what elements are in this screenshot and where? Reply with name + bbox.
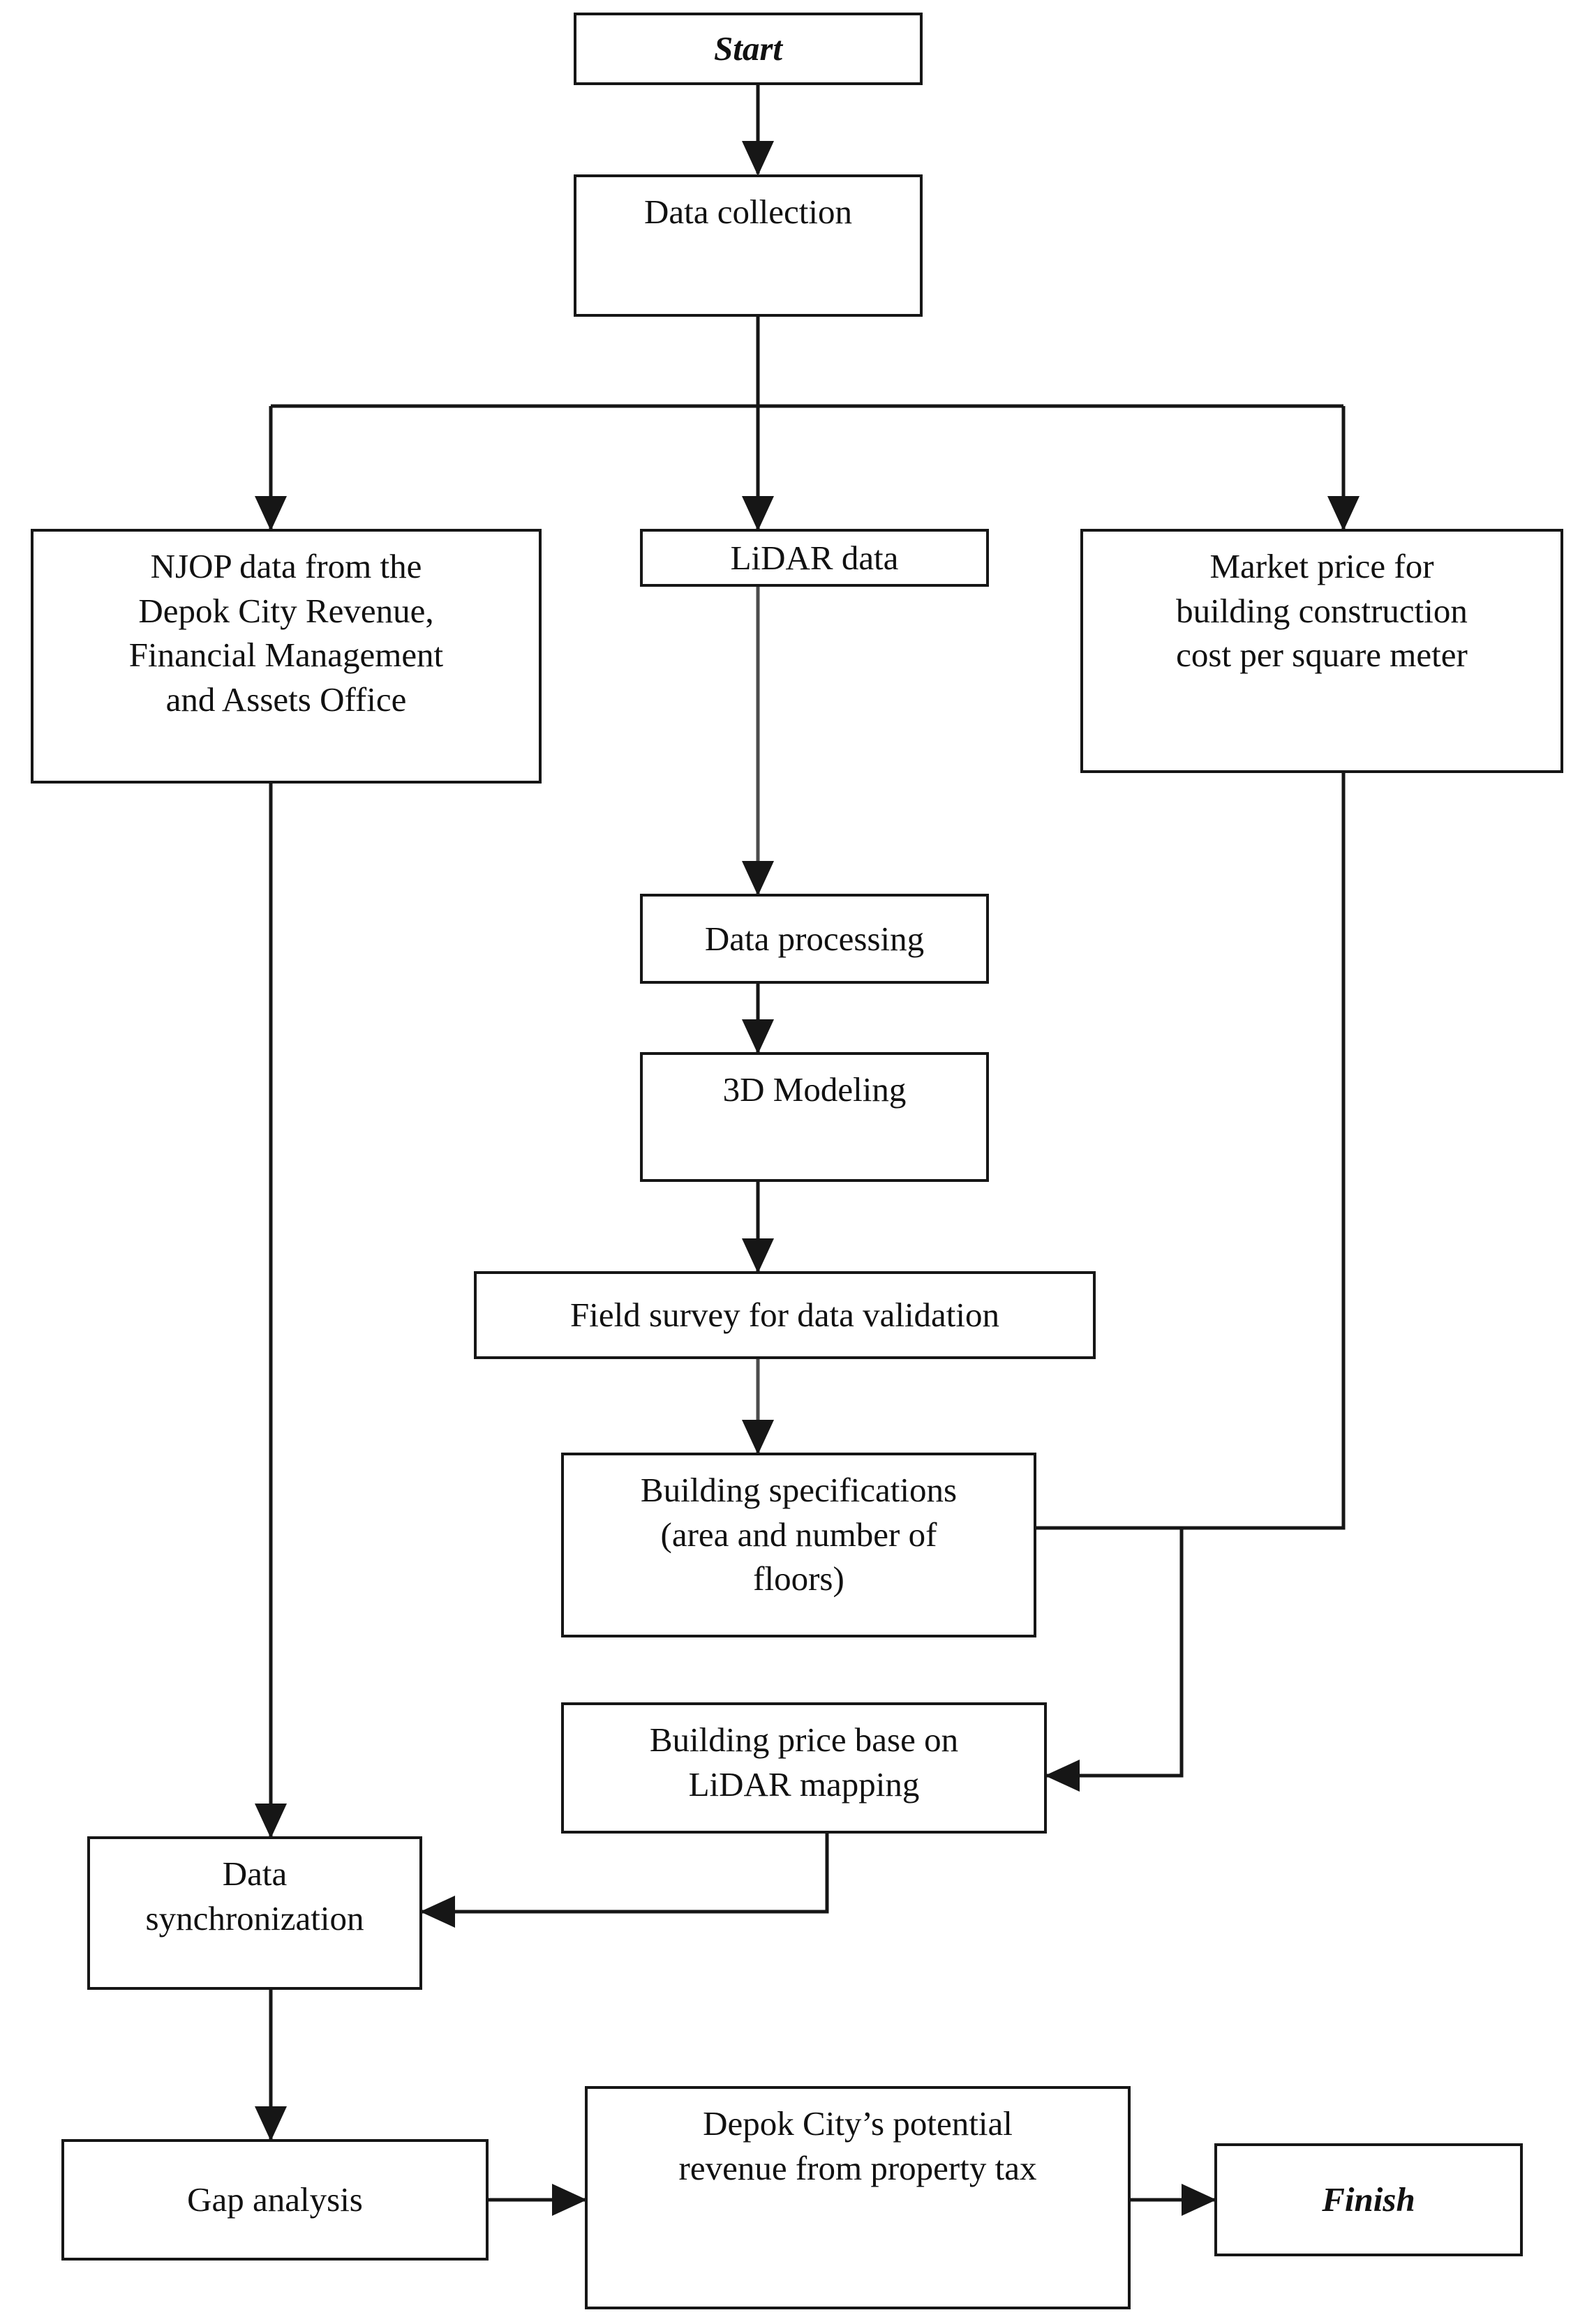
node-market-price[interactable]: Market price for building construction c… — [1080, 529, 1563, 773]
node-building-price[interactable]: Building price base on LiDAR mapping — [561, 1702, 1047, 1834]
node-field-survey[interactable]: Field survey for data validation — [474, 1271, 1096, 1359]
node-potential-revenue[interactable]: Depok City’s potential revenue from prop… — [585, 2086, 1131, 2309]
node-3d-modeling[interactable]: 3D Modeling — [640, 1052, 989, 1182]
node-finish[interactable]: Finish — [1214, 2143, 1523, 2256]
node-njop-data[interactable]: NJOP data from the Depok City Revenue, F… — [31, 529, 542, 784]
node-lidar-data[interactable]: LiDAR data — [640, 529, 989, 587]
edge-building-price-to-data-sync — [419, 1834, 829, 1928]
node-data-collection[interactable]: Data collection — [574, 174, 923, 317]
node-data-synchronization[interactable]: Data synchronization — [87, 1836, 422, 1990]
node-data-processing[interactable]: Data processing — [640, 894, 989, 984]
node-building-specifications[interactable]: Building specifications (area and number… — [561, 1453, 1036, 1637]
node-gap-analysis[interactable]: Gap analysis — [61, 2139, 489, 2261]
edge-to-building-price — [1044, 1528, 1184, 1792]
edge-market-price-to-building-specs — [1036, 773, 1346, 1530]
node-start[interactable]: Start — [574, 13, 923, 85]
